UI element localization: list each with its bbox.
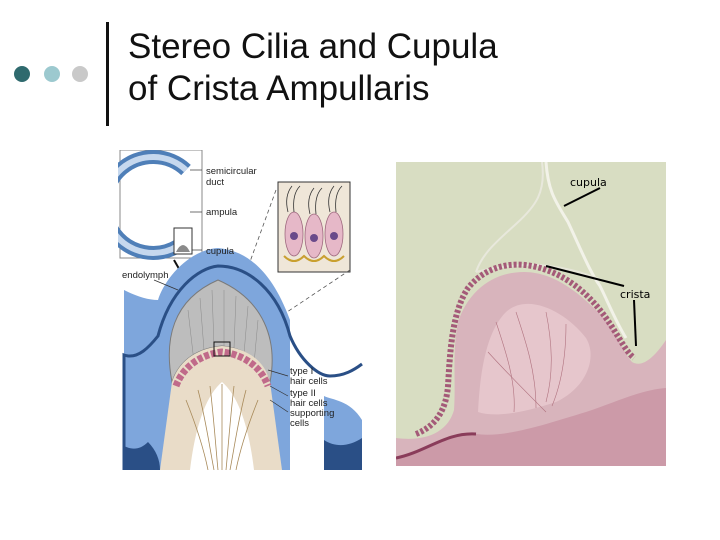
bullet-dot-dark: [14, 66, 30, 82]
crista-micrograph: cupula crista: [396, 162, 666, 466]
label-micrograph-crista: crista: [620, 288, 650, 301]
bullet-dot-light: [44, 66, 60, 82]
label-type1-2: hair cells: [290, 376, 328, 387]
label-ampula: ampula: [206, 207, 238, 218]
label-semicircular-duct-2: duct: [206, 177, 224, 188]
label-supporting-2: cells: [290, 418, 309, 429]
label-cupula: cupula: [206, 246, 235, 257]
title-divider: [106, 22, 109, 126]
label-micrograph-cupula: cupula: [570, 176, 607, 189]
label-endolymph: endolymph: [122, 270, 168, 281]
label-semicircular-duct: semicircular: [206, 166, 257, 177]
title-line-1: Stereo Cilia and Cupula: [128, 27, 498, 66]
slide-title: Stereo Cilia and Cupula of Crista Ampull…: [128, 26, 498, 110]
bullet-dot-gray: [72, 66, 88, 82]
title-line-2: of Crista Ampullaris: [128, 69, 429, 108]
crista-diagram: semicircular duct ampula cupula endolymp…: [118, 150, 368, 470]
